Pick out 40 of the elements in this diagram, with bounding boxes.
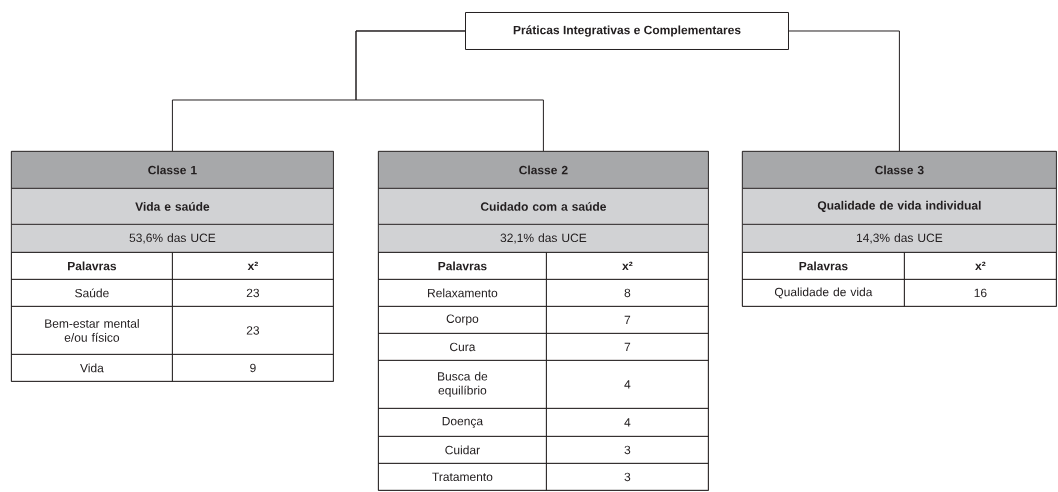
column-header: Palavras: [742, 252, 905, 280]
table-cell: Saúde: [11, 279, 173, 307]
table-cell: Doença: [378, 408, 547, 437]
table-cell: 7: [546, 306, 709, 334]
table-cell: Bem-estar mental e/ou físico: [11, 306, 173, 355]
table-cell: 7: [546, 333, 709, 361]
table-cell: Cura: [378, 333, 547, 361]
header-cell: Classe 3: [742, 151, 1057, 189]
column-header: Palavras: [11, 252, 173, 280]
table-cell: Vida: [11, 354, 173, 382]
table-cell: 3: [546, 463, 709, 491]
table-cell: 16: [904, 279, 1057, 307]
column-header: x²: [904, 252, 1057, 280]
header-cell: 53,6% das UCE: [11, 224, 334, 253]
table-cell: 8: [546, 279, 709, 307]
header-cell: Classe 2: [378, 151, 709, 189]
column-header: Palavras: [378, 252, 547, 280]
header-cell: 32,1% das UCE: [378, 224, 709, 253]
column-header: x²: [546, 252, 709, 280]
table-cell: Relaxamento: [378, 279, 547, 307]
table-cell: 3: [546, 436, 709, 464]
table-cell: 4: [546, 360, 709, 409]
table-cell: Cuidar: [378, 436, 547, 464]
connector-line: [355, 30, 544, 152]
header-cell: Cuidado com a saúde: [378, 188, 709, 225]
title-box: Práticas Integrativas e Complementares: [465, 12, 789, 50]
connector-line: [788, 30, 900, 152]
header-cell: 14,3% das UCE: [742, 224, 1057, 253]
table-cell: Corpo: [378, 306, 547, 334]
table-cell: 23: [172, 306, 334, 355]
table-cell: Tratamento: [378, 463, 547, 491]
table-cell: Qualidade de vida: [742, 279, 905, 307]
table-cell: 9: [172, 354, 334, 382]
column-header: x²: [172, 252, 334, 280]
table-cell: Busca de equilíbrio: [378, 360, 547, 409]
table-cell: 23: [172, 279, 334, 307]
header-cell: Classe 1: [11, 151, 334, 189]
header-cell: Qualidade de vida individual: [742, 188, 1057, 225]
table-cell: 4: [546, 408, 709, 437]
header-cell: Vida e saúde: [11, 188, 334, 225]
